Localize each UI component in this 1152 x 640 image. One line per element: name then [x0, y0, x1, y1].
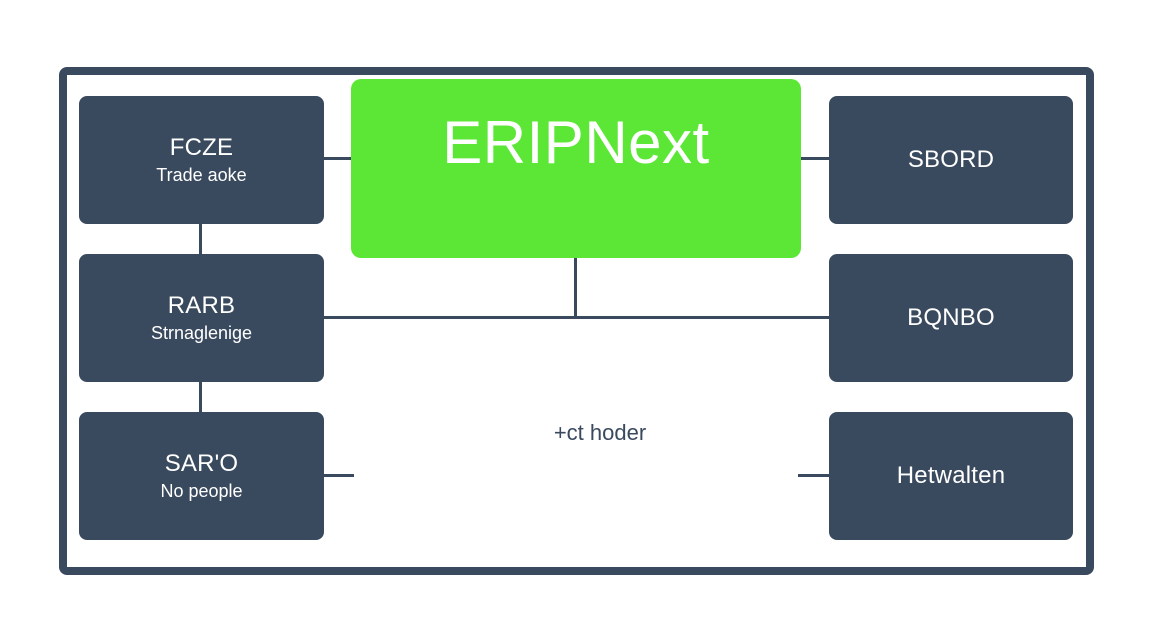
node-title: SAR'O [164, 450, 239, 477]
node-hetwalten[interactable]: Hetwalten [829, 412, 1073, 540]
connector-fcze-rarb [199, 224, 202, 255]
node-fcze[interactable]: FCZE Trade aoke [79, 96, 324, 224]
hub-node[interactable]: ERIPNext [351, 79, 801, 258]
node-bqnbo[interactable]: BQNBO [829, 254, 1073, 382]
hub-title: ERIPNext [442, 109, 710, 176]
node-saro[interactable]: SAR'O No people [79, 412, 324, 540]
node-title: Hetwalten [896, 462, 1006, 489]
node-title: BQNBO [907, 304, 995, 331]
connector-saro-stub [324, 474, 354, 477]
node-sbord[interactable]: SBORD [829, 96, 1073, 224]
connector-hetwalten-stub [798, 474, 829, 477]
node-subtitle: No people [160, 481, 243, 501]
connector-horizontal-bus [324, 316, 829, 319]
node-title: FCZE [169, 134, 234, 161]
node-subtitle: Trade aoke [156, 165, 247, 185]
node-subtitle: Strnaglenige [150, 323, 253, 343]
node-title: RARB [167, 292, 236, 319]
connector-fcze-hub [324, 157, 352, 160]
connector-hub-stem [574, 258, 577, 317]
connector-hub-sbord [801, 157, 829, 160]
node-rarb[interactable]: RARB Strnaglenige [79, 254, 324, 382]
node-title: SBORD [907, 146, 995, 173]
connector-rarb-saro [199, 382, 202, 412]
center-caption: +ct hoder [553, 420, 647, 445]
